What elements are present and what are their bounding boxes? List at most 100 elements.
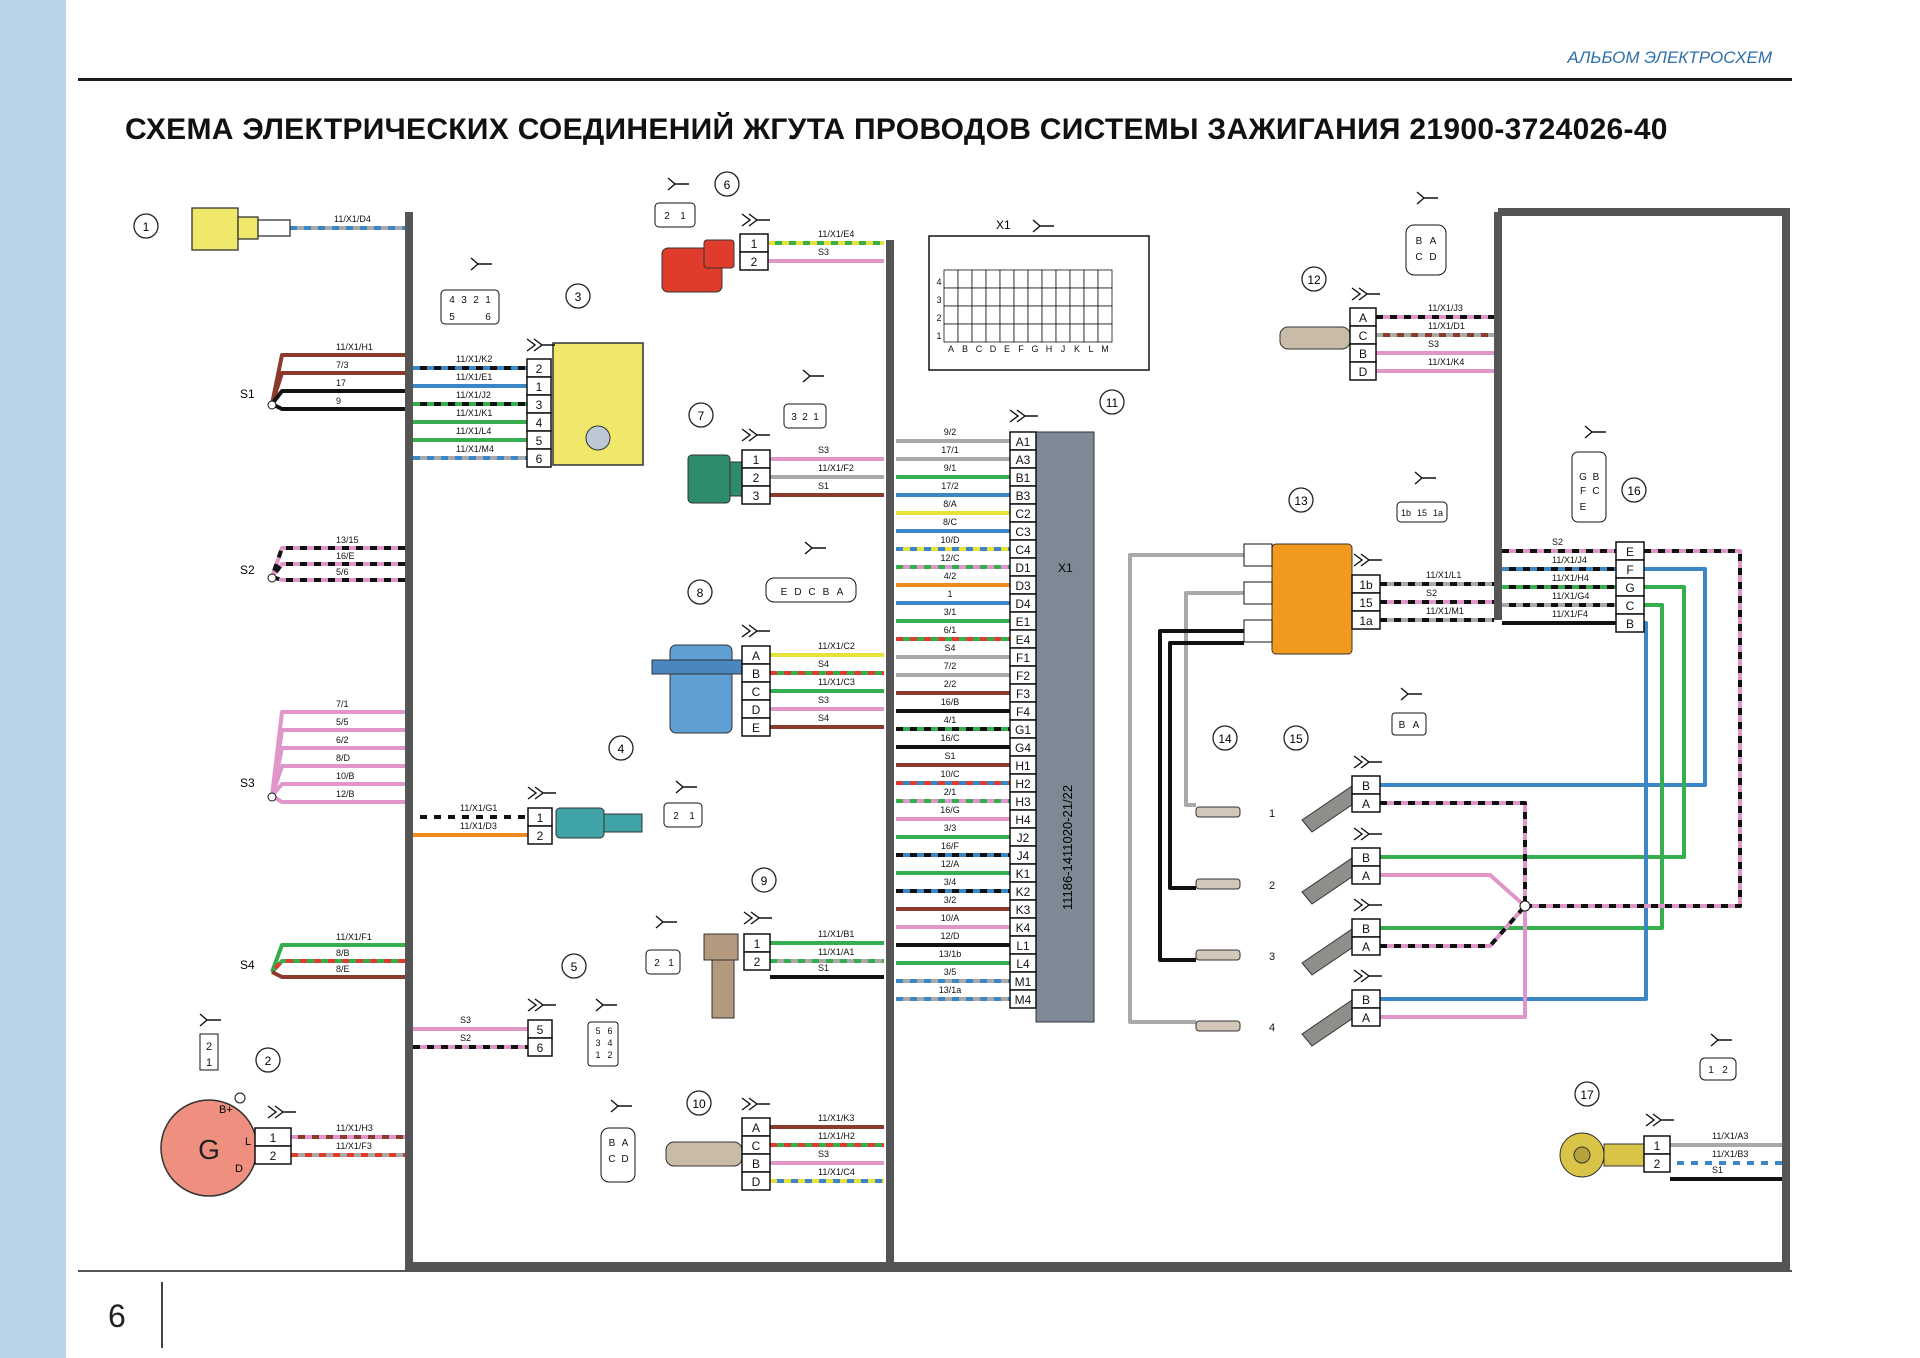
injector-plug-mark <box>1400 687 1422 701</box>
knock-pin-1: 1 <box>1654 1139 1661 1153</box>
ecu-wire-label-24: 12/A <box>941 859 960 869</box>
coolant-pin-2: 2 <box>537 829 544 843</box>
connector16-wire-label-3: 11/X1/G4 <box>1552 591 1589 601</box>
sensor1-body <box>191 207 239 251</box>
injector-3-wire-b <box>1380 603 1664 930</box>
lambda10-wire-label-3: 11/X1/C4 <box>818 1167 855 1177</box>
coil-pin-1a-box <box>1351 610 1381 630</box>
ecu-grid-cell <box>1083 323 1099 343</box>
lambda10-wire-label-0: 11/X1/K3 <box>818 1113 854 1123</box>
ecu-grid-cell <box>1027 287 1043 307</box>
ecu-wire-label-7: 12/C <box>940 553 960 563</box>
pump-plug-mark <box>667 177 689 191</box>
splice-s1-wire-label-1: 7/3 <box>336 360 349 370</box>
ecu-grid-cell <box>957 305 973 325</box>
maf-pin-C: C <box>752 685 761 699</box>
ecu-pin-G1: G1 <box>1015 723 1031 737</box>
ecu-grid-col-H: H <box>1046 344 1053 354</box>
maf-pin-E-box <box>741 717 771 737</box>
connector5-plug-pin-1: 6 <box>607 1026 612 1036</box>
component-number-12: 12 <box>1307 273 1321 287</box>
splice-s3-wire-label-3: 8/D <box>336 753 351 763</box>
injector-plug-pin-b: B <box>1399 720 1406 731</box>
ecu-grid-col-A: A <box>948 344 954 354</box>
coolant-sensor-tip <box>603 813 643 833</box>
splice-s1-wire-label-2: 17 <box>336 378 346 388</box>
ecu-pin-B1: B1 <box>1016 471 1031 485</box>
injector-2-wire-a <box>1380 873 1527 908</box>
maf-pin-A: A <box>752 649 760 663</box>
connector5-pin-6-box <box>527 1037 553 1057</box>
component-number-9: 9 <box>761 874 768 888</box>
ecu-wire-label-14: 2/2 <box>944 679 957 689</box>
coolant-wire-label-g1: 11/X1/G1 <box>460 803 497 813</box>
labels: 11/X1/D411/X1/H17/317913/1516/E5/67/15/5… <box>206 211 1748 1189</box>
crank-wire-label-s1: S1 <box>818 963 829 973</box>
ecu-wire-label-27: 10/A <box>941 913 960 923</box>
knock-plug-mark <box>1710 1033 1732 1047</box>
ecu-grid-col-L: L <box>1088 344 1093 354</box>
throttle-wire-label-2: 11/X1/J2 <box>456 390 491 400</box>
component-number-4: 4 <box>618 742 625 756</box>
spark-plug-label-2: 2 <box>1269 880 1275 892</box>
splice-s3-wire-label-2: 6/2 <box>336 735 349 745</box>
knock-sensor-neck <box>1603 1143 1647 1167</box>
ecu-wire-label-12: S4 <box>944 643 955 653</box>
lambda12-pin-C: C <box>1359 329 1368 343</box>
throttle-pin-2: 2 <box>536 362 543 376</box>
connector16-plug-pin-1: B <box>1593 472 1600 483</box>
lambda12-plug-pin-3: D <box>1429 252 1436 263</box>
ecu-pin-H3: H3 <box>1015 795 1031 809</box>
connector16-pin-B-box <box>1615 613 1645 633</box>
throttle-wire-label-4: 11/X1/L4 <box>456 426 491 436</box>
throttle-pin-1: 1 <box>536 380 543 394</box>
knock-pin-2: 2 <box>1654 1157 1661 1171</box>
ecu-grid-cell <box>943 287 959 307</box>
splice-s3-node <box>267 792 277 802</box>
spark-plug-2 <box>1195 878 1241 890</box>
crank-pin-2: 2 <box>754 955 761 969</box>
maf-pin-E: E <box>752 721 760 735</box>
ecu-pin-E4: E4 <box>1016 633 1031 647</box>
maf-flange <box>651 659 747 675</box>
generator-pin-2-box <box>254 1145 292 1165</box>
ecu-wire-label-22: 3/3 <box>944 823 957 833</box>
generator-plug-pin-b: 1 <box>206 1057 212 1069</box>
ecu-wire-label-18: S1 <box>944 751 955 761</box>
component-number-10: 10 <box>692 1097 706 1111</box>
ecu-wire-label-3: 17/2 <box>941 481 959 491</box>
throttle-plug-pin-2: 2 <box>473 295 479 306</box>
pump-pin-1: 1 <box>751 237 758 251</box>
knock-plug <box>1699 1057 1737 1081</box>
splice-s3-wire-4 <box>270 782 405 798</box>
injector-1-arrow <box>1353 755 1382 769</box>
ecu-grid-col-E: E <box>1004 344 1010 354</box>
generator-wire-label-h3: 11/X1/H3 <box>336 1123 373 1133</box>
ecu-grid-cell <box>1055 287 1071 307</box>
ecu-wire-label-19: 10/C <box>940 769 960 779</box>
connector16-plug <box>1571 451 1607 523</box>
ecu-grid-cell <box>1013 323 1029 343</box>
lambda12-plug-pin-0: B <box>1416 236 1423 247</box>
lambda10-body <box>665 1141 743 1167</box>
ecu-wire-label-5: 8/C <box>943 517 958 527</box>
ecu-grid-cell <box>943 305 959 325</box>
ecu-wire-label-25: 3/4 <box>944 877 957 887</box>
pump-plug-pin-a: 2 <box>664 211 670 222</box>
ecu-grid-cell <box>1083 305 1099 325</box>
ecu-grid-cell <box>1055 269 1071 289</box>
maf-pin-D: D <box>752 703 761 717</box>
maf-plug-pin-3: B <box>823 587 830 598</box>
ecu-grid-cell <box>1013 269 1029 289</box>
crank-wire-label-b1: 11/X1/B1 <box>818 929 854 939</box>
maf-plug-pin-1: D <box>794 587 801 598</box>
sensor7-plug-mark <box>802 369 824 383</box>
injector-1-wire-a <box>1380 801 1527 906</box>
generator-conn-arrow <box>267 1105 296 1119</box>
coil-input-2 <box>1243 581 1273 605</box>
ecu-pin-M1: M1 <box>1015 975 1032 989</box>
lambda10-arrow <box>741 1097 770 1111</box>
ecu-grid-col-C: C <box>976 344 983 354</box>
ecu-pin-L1: L1 <box>1016 939 1030 953</box>
